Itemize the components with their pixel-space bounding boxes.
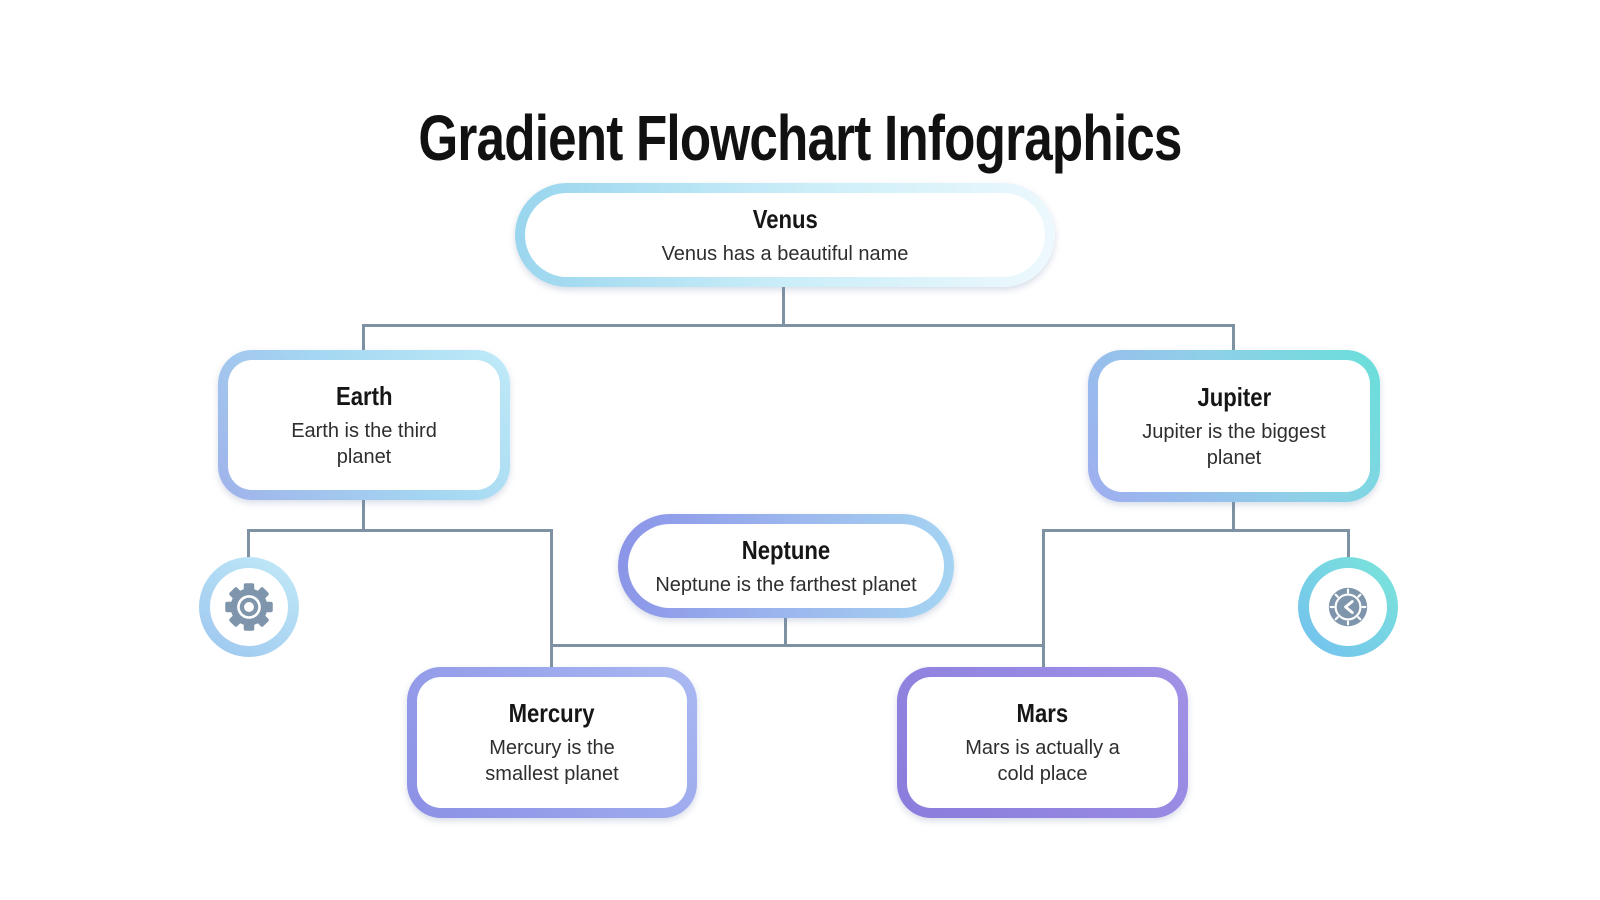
node-neptune-desc: Neptune is the farthest planet: [655, 573, 917, 596]
node-venus-title: Venus: [752, 203, 818, 234]
node-neptune[interactable]: Neptune Neptune is the farthest planet: [618, 514, 954, 618]
connector-top-horizontal: [362, 324, 1235, 327]
gear-badge-inner: [210, 568, 288, 646]
connector-gear-drop: [247, 529, 250, 559]
connector-jupiter-bottom: [1232, 502, 1235, 532]
node-jupiter-body: Jupiter Jupiter is the biggest planet: [1098, 360, 1370, 492]
connector-left-horizontal: [247, 529, 553, 532]
node-venus-desc: Venus has a beautiful name: [661, 242, 909, 265]
connector-venus-drop: [782, 285, 785, 326]
node-mercury[interactable]: Mercury Mercury is the smallest planet: [407, 667, 697, 818]
node-venus[interactable]: Venus Venus has a beautiful name: [515, 183, 1055, 287]
node-jupiter-desc: Jupiter is the biggest planet: [1142, 420, 1326, 469]
clock-icon: [1328, 587, 1368, 627]
node-jupiter[interactable]: Jupiter Jupiter is the biggest planet: [1088, 350, 1380, 502]
connector-earth-top: [362, 324, 365, 350]
node-earth-desc: Earth is the third planet: [291, 419, 437, 468]
connector-mercury-drop: [550, 529, 553, 667]
page-title: Gradient Flowchart Infographics: [418, 101, 1182, 174]
node-mercury-body: Mercury Mercury is the smallest planet: [417, 677, 687, 808]
gear-icon: [225, 583, 273, 631]
node-venus-body: Venus Venus has a beautiful name: [525, 193, 1045, 277]
node-neptune-body: Neptune Neptune is the farthest planet: [628, 524, 944, 608]
node-mars-desc: Mars is actually a cold place: [965, 737, 1120, 785]
connector-mid-horizontal: [550, 644, 1045, 647]
connector-earth-bottom: [362, 500, 365, 532]
connector-jupiter-top: [1232, 324, 1235, 350]
node-mars-title: Mars: [1016, 698, 1069, 728]
node-mercury-title: Mercury: [509, 698, 595, 728]
connector-neptune-drop: [784, 618, 787, 646]
gear-badge[interactable]: [199, 557, 299, 657]
node-earth-body: Earth Earth is the third planet: [228, 360, 500, 490]
connector-right-horizontal: [1042, 529, 1350, 532]
connector-clock-drop: [1347, 529, 1350, 559]
node-mercury-desc: Mercury is the smallest planet: [485, 737, 619, 785]
connector-mars-drop: [1042, 529, 1045, 667]
node-earth-title: Earth: [335, 380, 393, 411]
node-mars-body: Mars Mars is actually a cold place: [907, 677, 1178, 808]
node-neptune-title: Neptune: [741, 534, 831, 565]
clock-badge[interactable]: [1298, 557, 1398, 657]
node-jupiter-title: Jupiter: [1197, 381, 1271, 412]
node-mars[interactable]: Mars Mars is actually a cold place: [897, 667, 1188, 818]
node-earth[interactable]: Earth Earth is the third planet: [218, 350, 510, 500]
clock-badge-inner: [1309, 568, 1387, 646]
